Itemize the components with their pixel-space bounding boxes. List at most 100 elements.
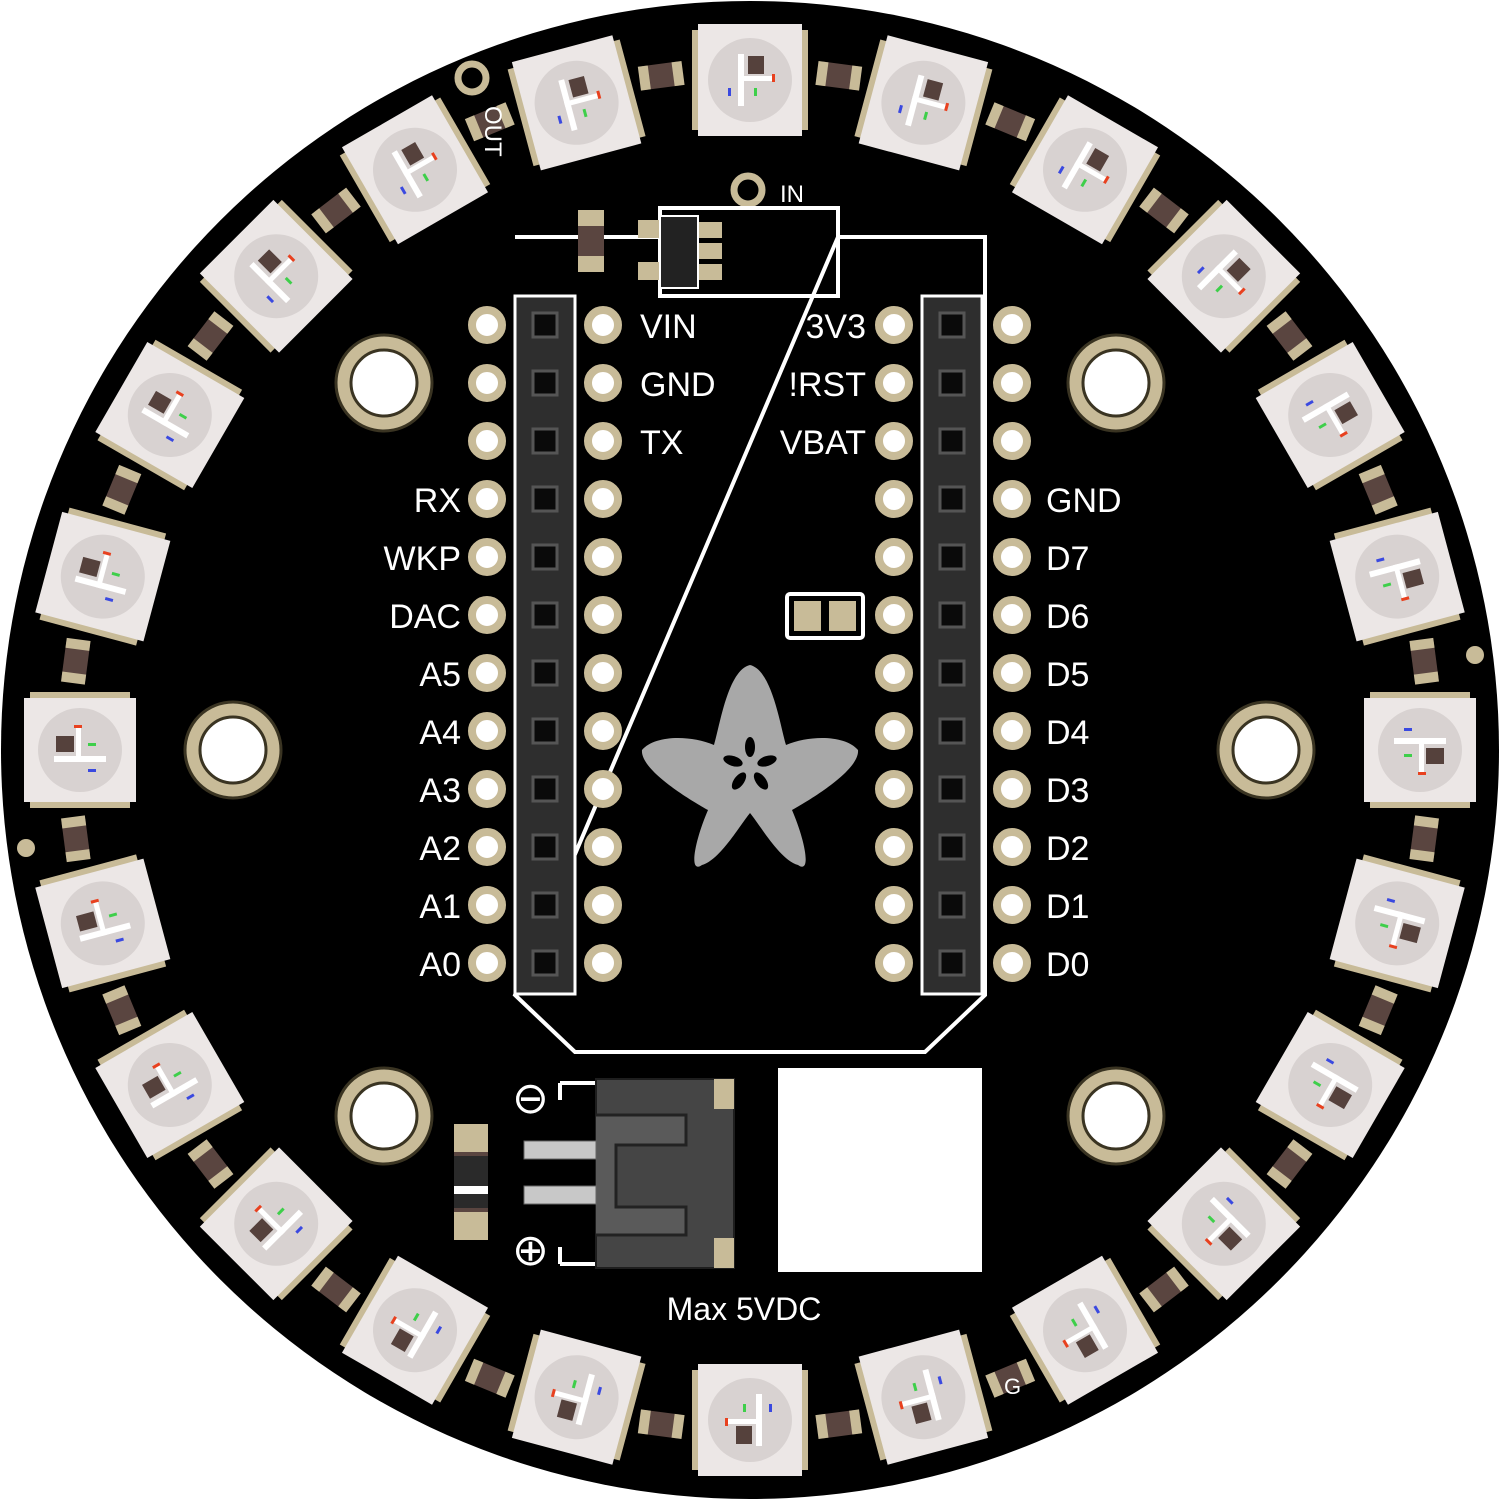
right-outer-pin-pad[interactable] bbox=[993, 480, 1031, 518]
silkscreen-blank-box bbox=[778, 1068, 982, 1272]
jst-power-connector[interactable]: ⊖ ⊕ bbox=[512, 1074, 735, 1275]
decoupling-capacitor bbox=[578, 210, 604, 272]
left-outer-pin-pad[interactable] bbox=[468, 944, 506, 982]
left-inner-pin-pad[interactable] bbox=[584, 712, 622, 750]
left-inner-pin-pad[interactable] bbox=[584, 538, 622, 576]
header-socket bbox=[938, 427, 966, 455]
pin-label: D7 bbox=[1046, 540, 1089, 578]
pin-label: A1 bbox=[419, 888, 461, 926]
left-inner-pin-pad[interactable] bbox=[584, 422, 622, 460]
in-pad[interactable] bbox=[730, 172, 766, 208]
left-inner-pin-pad[interactable] bbox=[584, 944, 622, 982]
right-header-plastic bbox=[920, 294, 984, 996]
left-inner-pin-pad[interactable] bbox=[584, 770, 622, 808]
header-socket bbox=[531, 833, 559, 861]
right-outer-pin-pad[interactable] bbox=[993, 828, 1031, 866]
pin-label: A5 bbox=[419, 656, 461, 694]
mounting-hole-right bbox=[1216, 700, 1316, 800]
solder-jumper[interactable] bbox=[785, 592, 865, 640]
left-inner-pin-pad[interactable] bbox=[584, 306, 622, 344]
right-inner-pin-pad[interactable] bbox=[875, 944, 913, 982]
pin-label: D6 bbox=[1046, 598, 1089, 636]
right-outer-pin-pad[interactable] bbox=[993, 770, 1031, 808]
left-outer-pin-pad[interactable] bbox=[468, 886, 506, 924]
right-inner-pin-pad[interactable] bbox=[875, 480, 913, 518]
left-outer-pin-pad[interactable] bbox=[468, 770, 506, 808]
header-socket bbox=[938, 717, 966, 745]
pin-label: !RST bbox=[789, 366, 866, 404]
pin-label: GND bbox=[640, 366, 716, 404]
pin-label: VBAT bbox=[780, 424, 866, 462]
pin-label: D1 bbox=[1046, 888, 1089, 926]
right-outer-pin-pad[interactable] bbox=[993, 944, 1031, 982]
header-socket bbox=[531, 427, 559, 455]
right-inner-pin-pad[interactable] bbox=[875, 364, 913, 402]
left-outer-pin-pad[interactable] bbox=[468, 828, 506, 866]
header-socket bbox=[531, 717, 559, 745]
header-socket bbox=[938, 485, 966, 513]
pin-label: A0 bbox=[419, 946, 461, 984]
right-inner-pin-pad[interactable] bbox=[875, 770, 913, 808]
left-outer-pin-pad[interactable] bbox=[468, 712, 506, 750]
header-socket bbox=[938, 369, 966, 397]
g-label: G bbox=[1004, 1374, 1021, 1399]
header-socket bbox=[531, 543, 559, 571]
right-inner-pin-pad[interactable] bbox=[875, 306, 913, 344]
left-outer-pin-pad[interactable] bbox=[468, 306, 506, 344]
left-outer-pin-pad[interactable] bbox=[468, 422, 506, 460]
header-socket bbox=[938, 891, 966, 919]
left-inner-pin-pad[interactable] bbox=[584, 596, 622, 634]
pin-label: D0 bbox=[1046, 946, 1089, 984]
header-socket bbox=[938, 775, 966, 803]
level-shifter-chip bbox=[638, 215, 722, 289]
left-outer-pin-pad[interactable] bbox=[468, 538, 506, 576]
header-socket bbox=[531, 601, 559, 629]
right-outer-pin-pad[interactable] bbox=[993, 596, 1031, 634]
left-header-plastic bbox=[513, 294, 577, 996]
right-outer-pin-pad[interactable] bbox=[993, 364, 1031, 402]
right-inner-pin-pad[interactable] bbox=[875, 596, 913, 634]
header-socket bbox=[531, 369, 559, 397]
pin-label: TX bbox=[640, 424, 683, 462]
right-inner-pin-pad[interactable] bbox=[875, 828, 913, 866]
pin-label: WKP bbox=[384, 540, 461, 578]
pin-label: DAC bbox=[389, 598, 461, 636]
left-outer-pin-pad[interactable] bbox=[468, 364, 506, 402]
left-inner-pin-pad[interactable] bbox=[584, 828, 622, 866]
plus-symbol: ⊕ bbox=[512, 1226, 549, 1275]
mounting-hole-top-left bbox=[334, 333, 434, 433]
pin-label: D3 bbox=[1046, 772, 1089, 810]
neopixel-led bbox=[1364, 692, 1476, 808]
right-outer-pin-pad[interactable] bbox=[993, 654, 1031, 692]
right-outer-pin-pad[interactable] bbox=[993, 422, 1031, 460]
right-inner-pin-pad[interactable] bbox=[875, 654, 913, 692]
pin-label: A4 bbox=[419, 714, 461, 752]
out-pad[interactable] bbox=[454, 60, 490, 96]
header-socket bbox=[938, 543, 966, 571]
header-socket bbox=[938, 311, 966, 339]
header-socket bbox=[531, 775, 559, 803]
left-inner-pin-pad[interactable] bbox=[584, 886, 622, 924]
left-outer-pin-pad[interactable] bbox=[468, 480, 506, 518]
right-inner-pin-pad[interactable] bbox=[875, 538, 913, 576]
left-inner-pin-pad[interactable] bbox=[584, 480, 622, 518]
right-outer-pin-pad[interactable] bbox=[993, 306, 1031, 344]
right-inner-pin-pad[interactable] bbox=[875, 712, 913, 750]
right-outer-pin-pad[interactable] bbox=[993, 712, 1031, 750]
pin-label: VIN bbox=[640, 308, 697, 346]
left-outer-pin-pad[interactable] bbox=[468, 596, 506, 634]
left-inner-pin-pad[interactable] bbox=[584, 654, 622, 692]
pin-label: D5 bbox=[1046, 656, 1089, 694]
right-outer-pin-pad[interactable] bbox=[993, 538, 1031, 576]
left-inner-pin-pad[interactable] bbox=[584, 364, 622, 402]
header-socket bbox=[531, 311, 559, 339]
right-inner-pin-pad[interactable] bbox=[875, 886, 913, 924]
left-outer-pin-pad[interactable] bbox=[468, 654, 506, 692]
pin-label: 3V3 bbox=[806, 308, 867, 346]
fiducial-dot-left bbox=[17, 839, 35, 857]
header-socket bbox=[938, 833, 966, 861]
right-inner-pin-pad[interactable] bbox=[875, 422, 913, 460]
right-outer-pin-pad[interactable] bbox=[993, 886, 1031, 924]
